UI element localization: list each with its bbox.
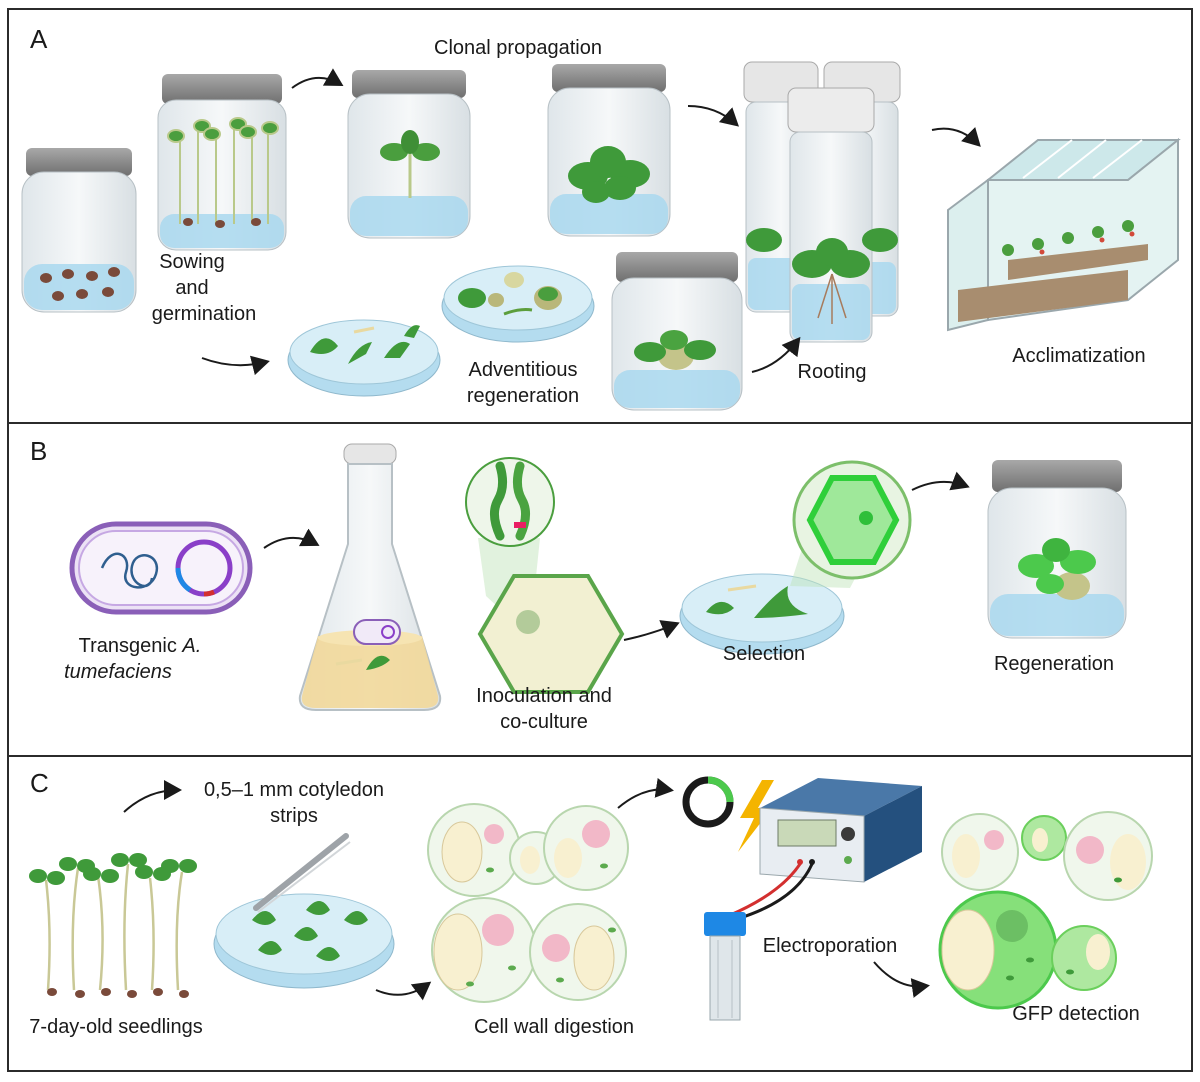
label-clonal-propagation: Clonal propagation — [434, 37, 602, 59]
cuvette-icon — [704, 912, 746, 1021]
seedling-icon — [29, 853, 197, 998]
label-transgenic-1: Transgenic A. — [79, 635, 202, 657]
arrow-icon — [623, 620, 680, 641]
bacterium-icon — [353, 619, 401, 645]
label-gfp: GFP detection — [1012, 1003, 1139, 1025]
label-acclimatization: Acclimatization — [1012, 345, 1145, 367]
arrow-icon — [617, 777, 674, 809]
arrow-icon — [931, 127, 981, 147]
petri-dish-icon — [287, 319, 441, 397]
arrow-icon — [123, 780, 182, 813]
label-strips-1: 0,5–1 mm cotyledon — [204, 779, 384, 801]
bacterium-icon — [69, 521, 253, 615]
seedling-icon — [792, 238, 870, 278]
label-transgenic-2: tumefaciens — [64, 661, 172, 683]
cell-hexagon-icon — [477, 574, 625, 694]
seed-icon — [40, 267, 120, 301]
panel-c-frame — [7, 755, 1193, 1072]
arrow-icon — [201, 355, 270, 376]
jar-icon — [611, 252, 743, 411]
arrow-icon — [873, 961, 930, 998]
panel-b-letter: B — [30, 436, 47, 466]
label-inoculation-1: Inoculation and — [476, 685, 612, 707]
jar-icon — [157, 74, 287, 251]
label-digestion: Cell wall digestion — [474, 1016, 634, 1038]
magnifier-icon — [792, 460, 912, 580]
arrow-icon — [911, 471, 970, 491]
chromosome-icon — [490, 461, 530, 541]
label-electroporation: Electroporation — [763, 935, 898, 957]
seedling-icon — [568, 146, 650, 203]
greenhouse-icon — [947, 137, 1181, 332]
label-selection: Selection — [723, 643, 805, 665]
label-seedlings: 7-day-old seedlings — [29, 1016, 202, 1038]
jar-icon — [21, 148, 137, 313]
petri-dish-icon — [213, 893, 395, 989]
arrow-icon — [291, 68, 344, 89]
lightning-icon — [738, 780, 774, 852]
seedling-icon — [634, 330, 716, 370]
seedling-icon — [380, 130, 440, 198]
label-regeneration: Regeneration — [994, 653, 1114, 675]
label-rooting: Rooting — [798, 361, 867, 383]
electroporator-icon — [759, 778, 922, 883]
tube-icon — [787, 87, 875, 343]
flask-icon — [298, 443, 442, 711]
protoplast-icon — [427, 803, 629, 1003]
arrow-icon — [687, 105, 739, 127]
petri-dish-icon — [441, 265, 595, 343]
seedling-icon — [167, 117, 279, 224]
arrow-icon — [263, 528, 320, 549]
panel-a-letter: A — [30, 24, 48, 54]
panel-c-letter: C — [30, 768, 49, 798]
jar-icon — [347, 70, 471, 239]
plasmid-icon — [175, 539, 233, 597]
label-sowing-2: and — [175, 277, 208, 299]
jar-icon — [547, 64, 671, 237]
petri-dish-icon — [679, 573, 845, 655]
arrow-icon — [375, 981, 432, 1001]
forceps-icon — [253, 833, 351, 913]
label-adventitious-1: Adventitious — [469, 359, 578, 381]
label-strips-2: strips — [270, 805, 318, 827]
seedling-icon — [1018, 538, 1096, 600]
plasmid-icon — [682, 776, 734, 828]
label-sowing-3: germination — [152, 303, 257, 325]
label-sowing-1: Sowing — [159, 251, 225, 273]
jar-icon — [987, 460, 1127, 639]
protoplast-icon — [938, 811, 1153, 1010]
label-inoculation-2: co-culture — [500, 711, 588, 733]
arrow-icon — [751, 336, 801, 373]
label-adventitious-2: regeneration — [467, 385, 579, 407]
